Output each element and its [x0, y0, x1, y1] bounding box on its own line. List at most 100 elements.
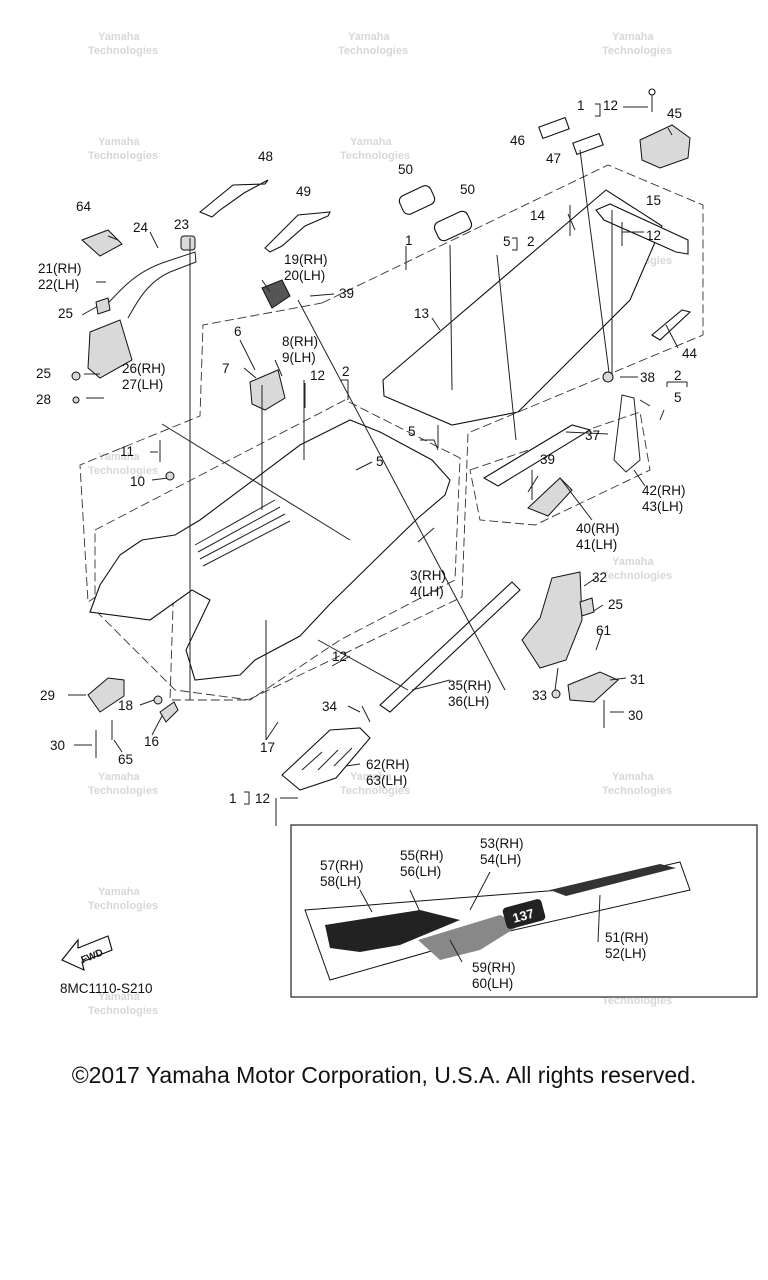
leader — [595, 629, 604, 651]
cover-29 — [87, 677, 125, 713]
svg-text:Technologies: Technologies — [338, 45, 408, 57]
callout-label: 21(RH) — [38, 261, 82, 276]
watermark: Yamaha Technologies — [602, 771, 672, 797]
svg-text:Technologies: Technologies — [340, 150, 410, 162]
side-bracket-26 — [87, 319, 133, 379]
callout-label: 5 — [376, 454, 384, 469]
callout-label: 25 — [608, 597, 623, 612]
svg-text:Yamaha: Yamaha — [98, 771, 140, 783]
callout-label: 44 — [682, 346, 698, 361]
svg-text:Yamaha: Yamaha — [350, 771, 392, 783]
decal-badge-text: 137 — [511, 906, 536, 926]
rear-bar-15 — [595, 203, 689, 255]
leader — [81, 305, 99, 316]
leader — [420, 439, 439, 451]
leader — [355, 461, 373, 471]
callout-label: 2 — [674, 368, 682, 383]
callout-label: 27(LH) — [122, 377, 163, 392]
callout-label: 2 — [342, 364, 350, 379]
nut — [153, 695, 163, 705]
cover-64 — [81, 229, 123, 257]
callout-label: 56(LH) — [400, 864, 441, 879]
leader — [431, 317, 441, 331]
svg-text:Yamaha: Yamaha — [612, 771, 654, 783]
flap-44 — [651, 309, 692, 341]
callout-label: 61 — [596, 623, 611, 638]
mount-8 — [249, 369, 286, 411]
callout-label: 63(LH) — [366, 773, 407, 788]
leader — [345, 763, 361, 767]
assembly-outlines — [79, 164, 704, 701]
callout-label: 25 — [36, 366, 51, 381]
bracket-40 — [527, 477, 573, 517]
rail-subassembly-outline — [469, 411, 651, 526]
bushing-23 — [180, 235, 196, 251]
rail-37 — [482, 424, 592, 487]
callout-label: 19(RH) — [284, 252, 328, 267]
nut — [71, 371, 81, 381]
decal-inset: 137 — [290, 824, 758, 998]
leader — [496, 254, 517, 441]
leader — [340, 379, 349, 400]
callout-label: 37 — [585, 428, 600, 443]
callout-label: 47 — [546, 151, 561, 166]
decal-dark-band — [325, 910, 460, 952]
svg-text:Yamaha: Yamaha — [98, 991, 140, 1003]
nut — [72, 396, 80, 404]
watermark: Yamaha Technologies — [602, 556, 672, 582]
svg-text:Technologies: Technologies — [602, 45, 672, 57]
leader — [567, 213, 576, 231]
running-board-62 — [281, 727, 371, 791]
callout-label: 36(LH) — [448, 694, 489, 709]
leader — [297, 299, 506, 691]
decal-badge-box — [502, 899, 546, 929]
callout-label: 30 — [50, 738, 65, 753]
callout-label: 15 — [646, 193, 661, 208]
callout-label: 6 — [234, 324, 242, 339]
svg-text:Technologies: Technologies — [340, 785, 410, 797]
tunnel-panel-13 — [382, 189, 663, 426]
svg-text:Technologies: Technologies — [88, 45, 158, 57]
leader — [554, 667, 559, 691]
leader — [149, 231, 159, 249]
svg-text:Technologies: Technologies — [88, 150, 158, 162]
callout-label: 2 — [527, 234, 535, 249]
leader — [667, 127, 673, 136]
leader — [565, 431, 609, 435]
callout-label: 59(RH) — [472, 960, 516, 975]
callout-label: 60(LH) — [472, 976, 513, 991]
leader — [265, 620, 279, 741]
tunnel-slots — [194, 499, 291, 567]
callout-label: 30 — [628, 708, 643, 723]
callout-label: 5 — [674, 390, 682, 405]
callout-label: 35(RH) — [448, 678, 492, 693]
leader — [317, 639, 409, 691]
callout-label: 4(LH) — [410, 584, 444, 599]
bracket-32 — [521, 571, 583, 669]
callout-label: 14 — [530, 208, 546, 223]
leader — [113, 739, 123, 753]
svg-text:Yamaha: Yamaha — [612, 31, 654, 43]
callout-label: 28 — [36, 392, 51, 407]
callout-label: 9(LH) — [282, 350, 316, 365]
callout-label: 39 — [339, 286, 354, 301]
callout-label: 1 — [577, 98, 585, 113]
callout-label: 54(LH) — [480, 852, 521, 867]
nut — [551, 689, 561, 699]
callout-label: 34 — [322, 699, 338, 714]
callout-label: 8(RH) — [282, 334, 318, 349]
step-31 — [567, 671, 619, 703]
callout-label: 12 — [332, 649, 347, 664]
callout-label: 40(RH) — [576, 521, 620, 536]
callout-label: 29 — [40, 688, 55, 703]
leader — [639, 399, 665, 421]
callout-label: 48 — [258, 149, 273, 164]
svg-text:Yamaha: Yamaha — [98, 136, 140, 148]
svg-text:Technologies: Technologies — [88, 785, 158, 797]
leader — [309, 293, 335, 297]
leader — [359, 889, 373, 913]
pad-49 — [264, 211, 331, 253]
callout-label: 7 — [222, 361, 230, 376]
watermark: Yamaha Technologies — [88, 991, 158, 1017]
